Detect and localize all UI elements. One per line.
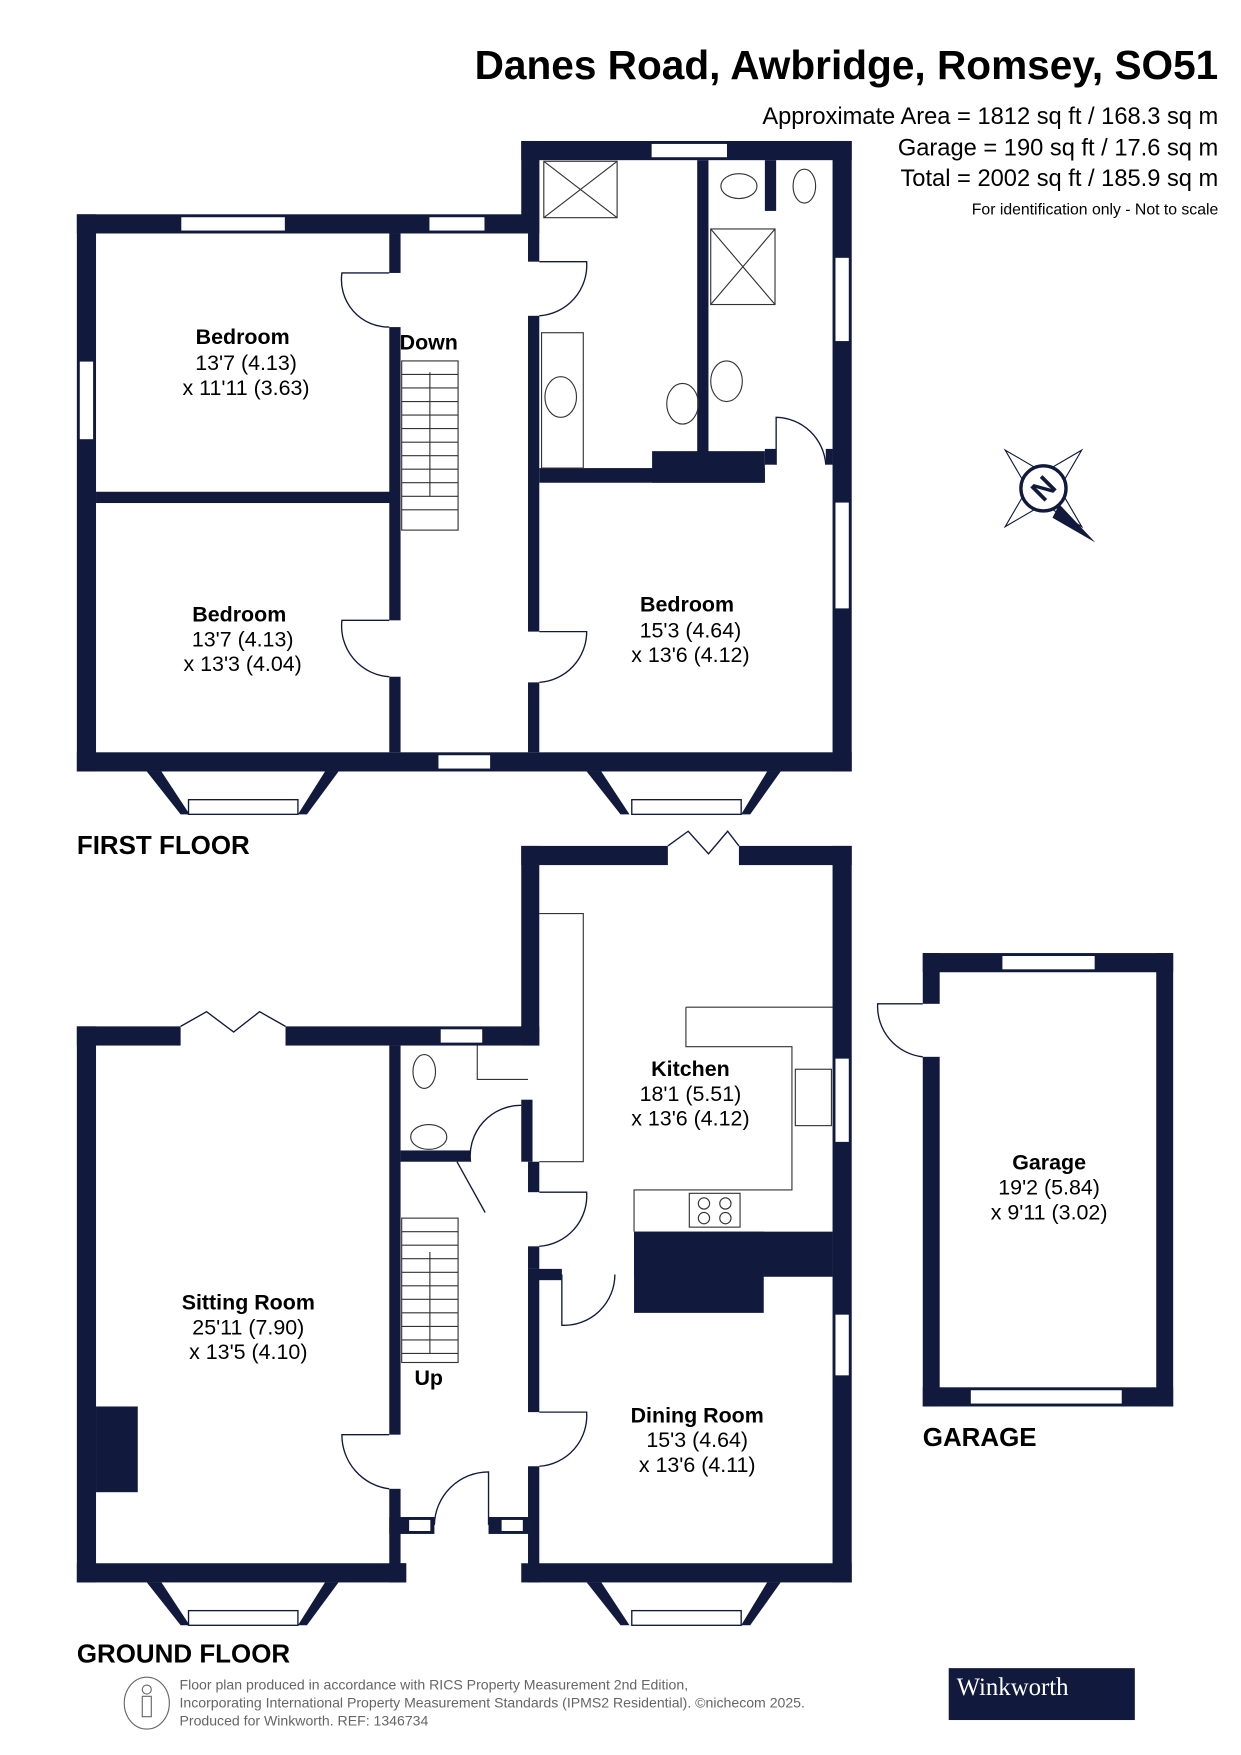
property-title: Danes Road, Awbridge, Romsey, SO51 (475, 42, 1219, 88)
room-name: Kitchen (651, 1057, 730, 1081)
ipms-icon (123, 1676, 170, 1730)
room-dimension: x 13'6 (4.11) (639, 1453, 756, 1477)
room-dimension: x 9'11 (3.02) (991, 1200, 1108, 1224)
room-name: Dining Room (631, 1403, 764, 1427)
footer-line-3: Produced for Winkworth. REF: 1346734 (179, 1713, 428, 1729)
first-floor-label: FIRST FLOOR (77, 832, 250, 860)
room-name: Garage (1012, 1151, 1086, 1175)
room-dining-room: Dining Room 15'3 (4.64) x 13'6 (4.11) (631, 1403, 764, 1477)
footer-line-2: Incorporating International Property Mea… (179, 1695, 804, 1711)
room-dimension: 19'2 (5.84) (998, 1175, 1100, 1199)
room-dimension: 15'3 (4.64) (640, 618, 742, 642)
ground-floor-label: GROUND FLOOR (77, 1641, 291, 1669)
brand-name: Winkworth (957, 1674, 1070, 1701)
room-bedroom-2: Bedroom 13'7 (4.13) x 13'3 (4.04) (183, 602, 301, 676)
room-dimension: 18'1 (5.51) (640, 1082, 742, 1106)
stairs-up-label: Up (414, 1366, 443, 1390)
stairs-up (401, 1217, 459, 1364)
room-dimension: 13'7 (4.13) (195, 351, 297, 375)
room-dimension: 15'3 (4.64) (646, 1428, 748, 1452)
winkworth-logo: Winkworth (948, 1668, 1135, 1721)
room-dimension: 13'7 (4.13) (192, 627, 294, 651)
stairs-down-label: Down (400, 331, 458, 355)
garage-label: GARAGE (923, 1424, 1037, 1452)
garage-area: Garage = 190 sq ft / 17.6 sq m (898, 136, 1218, 162)
total-area: Total = 2002 sq ft / 185.9 sq m (900, 166, 1218, 192)
room-dimension: x 13'6 (4.12) (631, 1107, 749, 1131)
footer-line-1: Floor plan produced in accordance with R… (179, 1677, 688, 1693)
room-dimension: x 13'6 (4.12) (631, 643, 749, 667)
first-floor-plan: Down Bedroom 13'7 (4.13) x 11'11 (3.63) … (76, 140, 852, 816)
approximate-area: Approximate Area = 1812 sq ft / 168.3 sq… (762, 104, 1218, 130)
disclaimer: For identification only - Not to scale (972, 201, 1219, 218)
room-name: Bedroom (640, 592, 734, 616)
stairs-down (401, 360, 459, 531)
room-name: Bedroom (196, 325, 290, 349)
room-dimension: x 11'11 (3.63) (183, 376, 310, 400)
room-bedroom-1: Bedroom 13'7 (4.13) x 11'11 (3.63) (183, 325, 310, 400)
room-kitchen: Kitchen 18'1 (5.51) x 13'6 (4.12) (631, 1057, 749, 1131)
room-name: Sitting Room (182, 1290, 315, 1314)
room-dimension: 25'11 (7.90) (192, 1315, 304, 1339)
compass-icon: N (1003, 448, 1096, 543)
room-dimension: x 13'3 (4.04) (183, 652, 301, 676)
room-dimension: x 13'5 (4.10) (189, 1340, 307, 1364)
room-sitting-room: Sitting Room 25'11 (7.90) x 13'5 (4.10) (182, 1290, 315, 1364)
room-name: Bedroom (192, 602, 286, 626)
ground-floor-plan: Up Sitting Room 25'11 (7.90) x 13'5 (4.1… (76, 830, 852, 1626)
room-bedroom-3: Bedroom 15'3 (4.64) x 13'6 (4.12) (631, 592, 749, 667)
garage-plan: Garage 19'2 (5.84) x 9'11 (3.02) (876, 953, 1174, 1407)
